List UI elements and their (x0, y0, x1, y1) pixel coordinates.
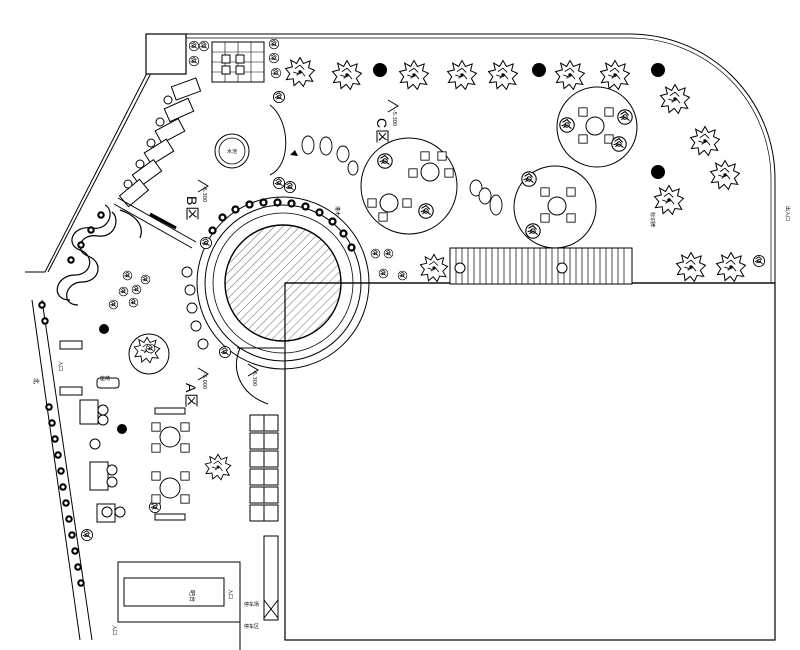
entry-c-label: 入口 (111, 625, 117, 635)
entrance-right-label: 出入口 (784, 206, 791, 221)
bar-label: 吧台 (188, 590, 196, 602)
sign-label: 标识牌 (649, 212, 656, 227)
scalloped-path (56, 204, 142, 306)
dining-set-2 (513, 165, 597, 249)
a-zone-dining-tables (59, 340, 190, 523)
zone-c-elevation: -5.300 (391, 110, 397, 126)
central-circular-pavilion (196, 196, 370, 370)
zone-c-marker: C区 -5.300 (374, 99, 399, 144)
boundary-tree-row (38, 211, 105, 587)
entry-elevation-marker: -5.300 (247, 363, 259, 386)
parking-top-label: 停车场 (244, 601, 259, 608)
c-zone-doorway (269, 104, 287, 176)
a-zone-door-arc (236, 347, 269, 405)
dining-set-3 (556, 86, 638, 168)
stair-ramp (449, 247, 633, 285)
parking-bottom-label: 停车区 (244, 623, 259, 630)
zone-a-label: A区 (183, 383, 199, 408)
zone-a-elevation: -5.000 (201, 373, 207, 389)
bar-kiosk: 吧台 (117, 561, 241, 650)
top-shrub-row (99, 57, 746, 612)
entry-elevation: -5.300 (251, 370, 257, 386)
left-bench-row (118, 77, 202, 208)
stepping-stones (181, 135, 503, 350)
bench-label: 座椅 (100, 375, 110, 382)
gatehouse (145, 33, 265, 83)
dining-set-1 (360, 137, 458, 235)
bottom-entry-gate (263, 340, 286, 640)
a-zone-planter (128, 333, 170, 375)
shrub-label: 灌木 (334, 206, 341, 216)
site-boundary (25, 33, 776, 641)
zone-a-marker: A区 -5.000 (183, 367, 209, 408)
fountain-label: 水池 (227, 148, 237, 155)
north-label: 北 (32, 378, 40, 384)
zone-b-label: B区 (184, 196, 200, 221)
a-zone-seating-column (249, 414, 279, 522)
zone-b-elevation: -5.300 (201, 186, 207, 202)
fountain: 水池 (214, 133, 250, 169)
entry-a-label: 入口 (57, 361, 63, 371)
entry-b-label: 入口 (227, 589, 233, 599)
building-block (284, 282, 776, 641)
zone-b-marker: B区 -5.300 (184, 179, 209, 221)
zone-c-label: C区 (374, 118, 390, 144)
b-zone-walkway (113, 197, 197, 249)
